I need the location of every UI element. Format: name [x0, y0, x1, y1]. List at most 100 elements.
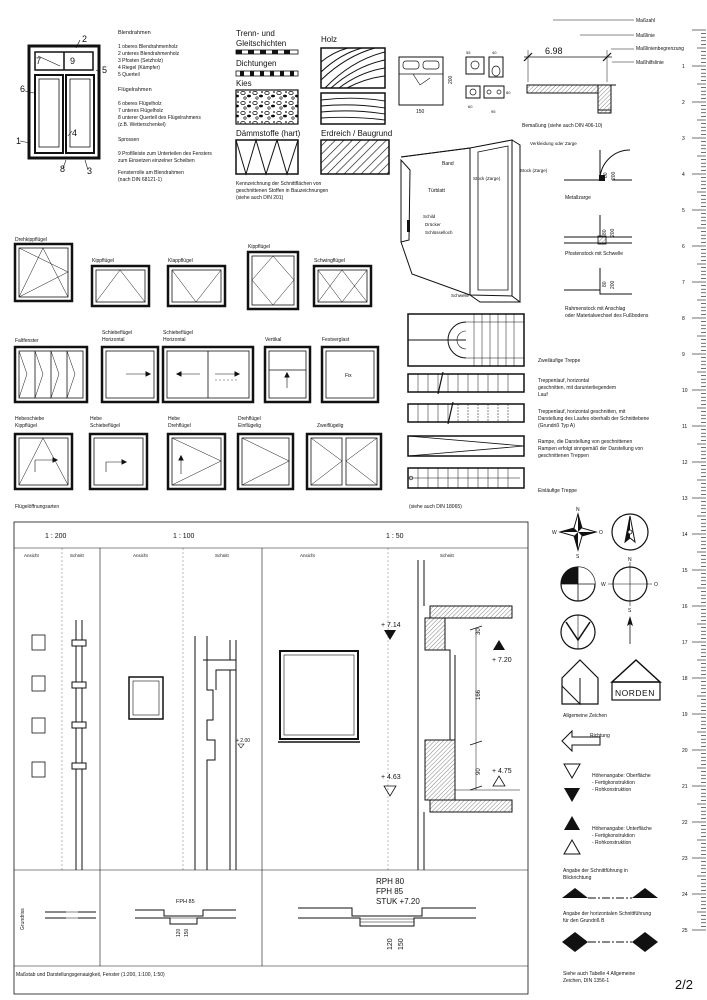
ruler-number: 24 [682, 892, 688, 898]
svg-text:Schwelle: Schwelle [451, 293, 470, 298]
svg-text:O: O [654, 582, 658, 588]
dimensioning-diagram: Maßzahl Maßlinie Maßlinienbegrenzung Maß… [522, 18, 684, 129]
ruler-number: 20 [682, 748, 688, 754]
svg-text:Fensterrolle am Blendrahmen: Fensterrolle am Blendrahmen [118, 170, 184, 176]
svg-text:(Grundriß Typ A): (Grundriß Typ A) [538, 423, 575, 429]
svg-text:Schnitt: Schnitt [70, 553, 85, 558]
ruler-number: 1 [682, 64, 685, 70]
svg-text:Grundriss: Grundriss [20, 908, 26, 930]
svg-text:- Rohkonstruktion: - Rohkonstruktion [592, 787, 631, 793]
sanitary-plan: 200 150 55 40 60 95 80 [398, 50, 511, 115]
svg-text:4 Riegel (Kämpfer): 4 Riegel (Kämpfer) [118, 65, 160, 71]
svg-text:40: 40 [492, 50, 497, 55]
svg-text:Dichtungen: Dichtungen [236, 59, 276, 68]
svg-text:Kippflügel: Kippflügel [15, 423, 37, 429]
svg-text:Drehkippflügel: Drehkippflügel [15, 237, 47, 243]
svg-text:+ 4.75: + 4.75 [492, 768, 512, 775]
svg-text:O: O [599, 530, 603, 536]
svg-text:+ 2.00: + 2.00 [236, 738, 250, 744]
svg-text:Pfostenstock mit Schwelle: Pfostenstock mit Schwelle [565, 251, 623, 257]
svg-text:zum Einsetzen einzelner Scheib: zum Einsetzen einzelner Scheiben [118, 158, 195, 164]
svg-text:8 unterer Quertell des Flügelr: 8 unterer Quertell des Flügelrahmens [118, 115, 201, 121]
svg-text:1 : 100: 1 : 100 [173, 533, 195, 540]
svg-text:120: 120 [176, 928, 182, 937]
ruler-number: 23 [682, 856, 688, 862]
svg-text:Hebeschiebe: Hebeschiebe [15, 416, 44, 422]
svg-text:Angabe der Schnittführung in: Angabe der Schnittführung in [563, 868, 628, 874]
win-num-1: 1 [16, 136, 21, 146]
blendrahmen-title: Blendrahmen [118, 30, 151, 36]
svg-text:Schwingflügel: Schwingflügel [314, 258, 345, 264]
svg-text:geschnittenen Treppen: geschnittenen Treppen [538, 453, 589, 459]
ruler-number: 15 [682, 568, 688, 574]
svg-text:166: 166 [476, 689, 482, 700]
fix-label: Fix [345, 373, 352, 379]
svg-text:Festverglast: Festverglast [322, 337, 350, 343]
svg-text:+ 4.63: + 4.63 [381, 774, 401, 781]
svg-text:Ansicht: Ansicht [24, 553, 40, 558]
win-num-5: 5 [102, 65, 107, 75]
svg-text:95: 95 [491, 109, 496, 114]
svg-text:Ansicht: Ansicht [300, 553, 316, 558]
svg-text:30: 30 [476, 628, 482, 635]
svg-text:FPH 85: FPH 85 [176, 899, 195, 905]
svg-text:Schiebeflügel: Schiebeflügel [163, 330, 193, 336]
svg-text:Angabe der horizontalen Schnit: Angabe der horizontalen Schnittführung [563, 911, 651, 917]
svg-text:Blickrichtung: Blickrichtung [563, 875, 592, 881]
svg-text:geschnittenen Stoffen in Bauze: geschnittenen Stoffen in Bauzeichnungen [236, 188, 328, 194]
svg-text:3 Pfosten (Setzholz): 3 Pfosten (Setzholz) [118, 58, 163, 64]
door-sections: 80 200 Metallzarge 80 200 Pfostenstock m… [564, 149, 649, 319]
svg-text:Höhenangabe: Oberfläche: Höhenangabe: Oberfläche [592, 773, 651, 779]
ruler-number: 3 [682, 136, 685, 142]
svg-text:geschnitten, mit darunterliege: geschnitten, mit darunterliegendem [538, 385, 616, 391]
ruler-number: 8 [682, 316, 685, 322]
svg-text:Rampen erfolgt sinngemäß der D: Rampen erfolgt sinngemäß der Darstellung… [538, 446, 643, 452]
holz-laengs-swatch [320, 92, 386, 125]
holz-swatch [320, 47, 386, 89]
svg-text:S: S [576, 554, 580, 560]
svg-text:200: 200 [610, 280, 616, 289]
materials-hatching: Trenn- und Gleitschichten Dichtungen Kie… [235, 29, 392, 201]
ruler-number: 25 [682, 928, 688, 934]
norden-label: NORDEN [615, 688, 655, 698]
svg-text:(nach DIN 68121-1): (nach DIN 68121-1) [118, 177, 162, 183]
svg-text:Dämmstoffe (hart): Dämmstoffe (hart) [236, 129, 301, 138]
svg-text:Flügelöffnungsarten: Flügelöffnungsarten [15, 504, 59, 510]
stairs-labels: Zweiläufige Treppe Treppenlauf, horizont… [409, 358, 649, 510]
ruler-number: 2 [682, 100, 685, 106]
svg-text:Kennzeichnung der Schnittfläch: Kennzeichnung der Schnittflächen von [236, 181, 322, 187]
svg-text:+ 7.14: + 7.14 [381, 622, 401, 629]
svg-text:Siehe auch Tabelle 4 Allgemein: Siehe auch Tabelle 4 Allgemeine [563, 971, 635, 977]
page-number: 2/2 [674, 977, 693, 992]
svg-text:Sprossen: Sprossen [118, 137, 139, 143]
svg-text:150: 150 [416, 109, 425, 115]
svg-text:200: 200 [448, 75, 454, 84]
svg-text:- Rohkonstruktion: - Rohkonstruktion [592, 840, 631, 846]
svg-text:Treppenlauf, horizontal geschn: Treppenlauf, horizontal geschnitten, mit [538, 409, 626, 415]
svg-text:80: 80 [603, 172, 609, 178]
svg-text:Einflügelig: Einflügelig [238, 423, 261, 429]
svg-text:Band: Band [442, 161, 454, 167]
svg-text:Darstellung des Laufes oberhal: Darstellung des Laufes oberhalb der Schn… [538, 416, 649, 422]
svg-text:1 oberes Blendrahmenholz: 1 oberes Blendrahmenholz [118, 44, 178, 50]
svg-text:5 Querteil: 5 Querteil [118, 72, 140, 78]
svg-text:200: 200 [610, 228, 616, 237]
svg-text:Lauf: Lauf [538, 392, 548, 398]
ruler-number: 17 [682, 640, 688, 646]
svg-text:Richtung: Richtung [590, 733, 610, 739]
ruler-number: 22 [682, 820, 688, 826]
svg-text:Schiebeflügel: Schiebeflügel [102, 330, 132, 336]
sash-labels: Drehkippflügel Kippflügel Klappflügel Ki… [15, 237, 352, 510]
scale-panel: 1 : 200 1 : 100 1 : 50 Ansicht Schnitt A… [13, 521, 529, 995]
svg-text:Kippflügel: Kippflügel [248, 244, 270, 250]
ruler-number: 19 [682, 712, 688, 718]
ruler-number: 9 [682, 352, 685, 358]
svg-text:Stock (Zarge): Stock (Zarge) [520, 168, 548, 173]
svg-text:Treppenlauf, horizontal: Treppenlauf, horizontal [538, 378, 589, 384]
win-num-8: 8 [60, 164, 65, 174]
trenn-band [235, 49, 299, 55]
svg-text:Bemaßung (siehe auch DIN 406-1: Bemaßung (siehe auch DIN 406-10) [522, 123, 603, 129]
svg-text:N: N [576, 507, 580, 513]
ruler-number: 12 [682, 460, 688, 466]
